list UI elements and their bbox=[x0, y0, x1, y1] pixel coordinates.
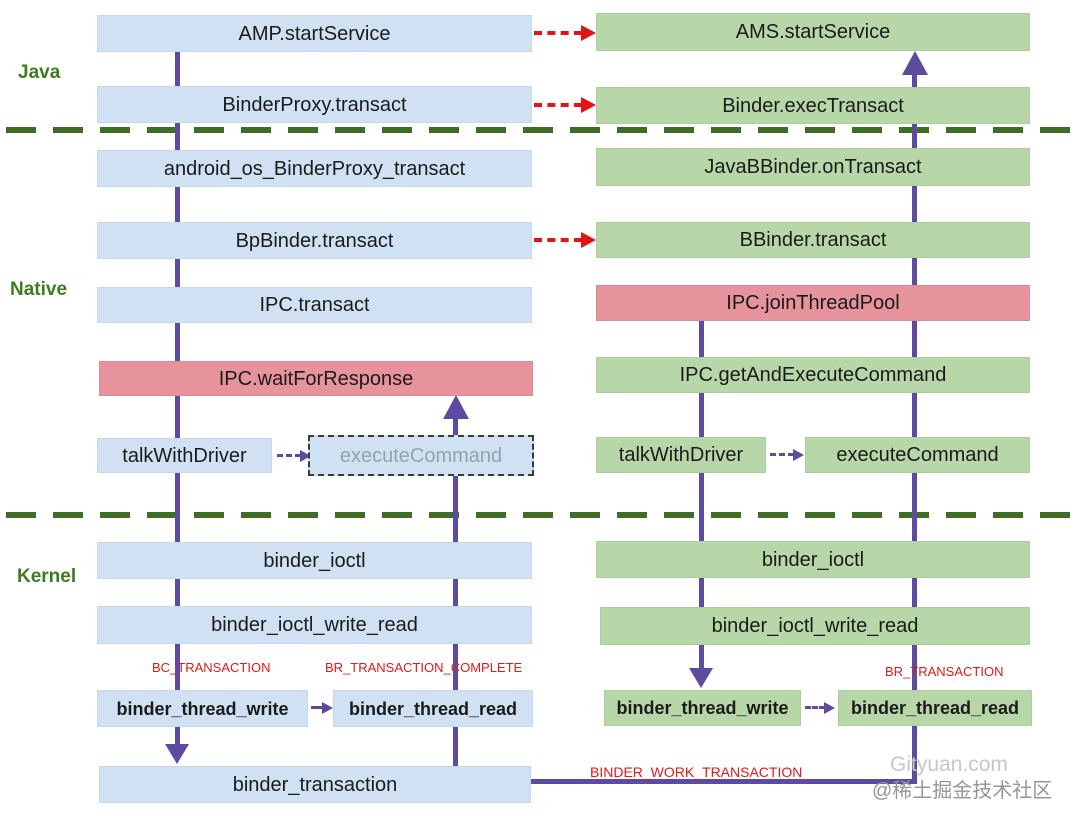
box-binder-ioctl-write-read-right: binder_ioctl_write_read bbox=[600, 607, 1030, 645]
ipc-arrowhead-bpbinder-to-bbinder bbox=[581, 232, 596, 248]
ipc-arrowhead-amp-to-ams bbox=[581, 25, 596, 41]
box-binder-thread-write-left: binder_thread_write bbox=[97, 690, 308, 727]
box-binder-ioctl-write-read-left: binder_ioctl_write_read bbox=[97, 606, 532, 644]
box-binder-transaction: binder_transaction bbox=[99, 766, 531, 803]
dashed-arrow-thread-write-to-read-right bbox=[805, 706, 825, 709]
box-binder-ioctl-right: binder_ioctl bbox=[596, 541, 1030, 578]
box-bpbinder-transact: BpBinder.transact bbox=[97, 222, 532, 259]
box-talkwithdriver-left: talkWithDriver bbox=[97, 438, 272, 473]
box-executecommand-right: executeCommand bbox=[805, 437, 1030, 473]
native-kernel-separator-line bbox=[6, 512, 1076, 518]
ipc-arrow-bpbinder-to-bbinder bbox=[534, 238, 582, 242]
server-dispatch-flow-line bbox=[912, 74, 917, 784]
box-bbinder-transact: BBinder.transact bbox=[596, 222, 1030, 258]
binder-work-transaction-line bbox=[531, 779, 917, 784]
box-ams-startservice: AMS.startService bbox=[596, 13, 1030, 51]
box-executecommand-left-ghost: executeCommand bbox=[308, 435, 534, 476]
dashed-arrow-talkwithdriver-to-executecommand-right bbox=[770, 453, 794, 456]
tag-br-transaction: BR_TRANSACTION bbox=[885, 664, 1004, 679]
box-javabbinder-ontransact: JavaBBinder.onTransact bbox=[596, 148, 1030, 186]
watermark-juejin: @稀土掘金技术社区 bbox=[872, 780, 1053, 802]
java-native-separator-line bbox=[6, 127, 1076, 133]
tag-binder-work-transaction: BINDER_WORK_TRANSACTION bbox=[590, 764, 803, 780]
tag-br-transaction-complete: BR_TRANSACTION_COMPLETE bbox=[325, 660, 523, 675]
dashed-arrow-talkwithdriver-to-executecommand-left bbox=[277, 454, 301, 457]
layer-label-kernel: Kernel bbox=[17, 566, 77, 587]
dashed-arrowhead-right bbox=[793, 449, 804, 461]
ipc-arrowhead-binderproxy-to-exectransact bbox=[581, 97, 596, 113]
box-android-os-binderproxy-transact: android_os_BinderProxy_transact bbox=[97, 150, 532, 187]
ipc-arrow-amp-to-ams bbox=[534, 31, 582, 35]
box-ipc-waitforresponse: IPC.waitForResponse bbox=[99, 361, 533, 396]
box-binder-thread-read-left: binder_thread_read bbox=[333, 690, 533, 727]
box-binderproxy-transact: BinderProxy.transact bbox=[97, 86, 532, 123]
box-amp-startservice: AMP.startService bbox=[97, 15, 532, 52]
box-talkwithdriver-right: talkWithDriver bbox=[596, 437, 766, 473]
layer-label-java: Java bbox=[18, 62, 61, 83]
box-ipc-getandexecutecommand: IPC.getAndExecuteCommand bbox=[596, 357, 1030, 393]
box-binder-ioctl-left: binder_ioctl bbox=[97, 542, 532, 579]
arrow-to-ams-startservice bbox=[902, 51, 928, 75]
arrow-to-ipc-waitforresponse bbox=[443, 395, 469, 419]
tag-bc-transaction: BC_TRANSACTION bbox=[152, 660, 271, 675]
arrow-to-binder-thread-write bbox=[689, 668, 713, 688]
box-ipc-jointhreadpool: IPC.joinThreadPool bbox=[596, 285, 1030, 321]
box-binder-thread-write-right: binder_thread_write bbox=[604, 690, 801, 726]
dashed-arrowhead-left bbox=[300, 450, 311, 462]
box-ipc-transact: IPC.transact bbox=[97, 287, 532, 323]
box-binder-exectransact: Binder.execTransact bbox=[596, 87, 1030, 124]
layer-label-native: Native bbox=[10, 279, 68, 300]
client-reply-flow-line bbox=[453, 418, 458, 768]
arrow-to-binder-transaction bbox=[165, 744, 189, 764]
client-request-flow-line bbox=[175, 52, 180, 748]
server-loop-flow-line bbox=[699, 321, 704, 671]
dashed-arrowhead-thread-left bbox=[322, 702, 333, 714]
dashed-arrowhead-thread-right bbox=[824, 702, 835, 714]
dashed-arrow-thread-write-to-read-left bbox=[311, 706, 323, 709]
watermark-gityuan: Gityuan.com bbox=[890, 753, 1008, 776]
box-binder-thread-read-right: binder_thread_read bbox=[838, 690, 1032, 726]
ipc-arrow-binderproxy-to-exectransact bbox=[534, 103, 582, 107]
